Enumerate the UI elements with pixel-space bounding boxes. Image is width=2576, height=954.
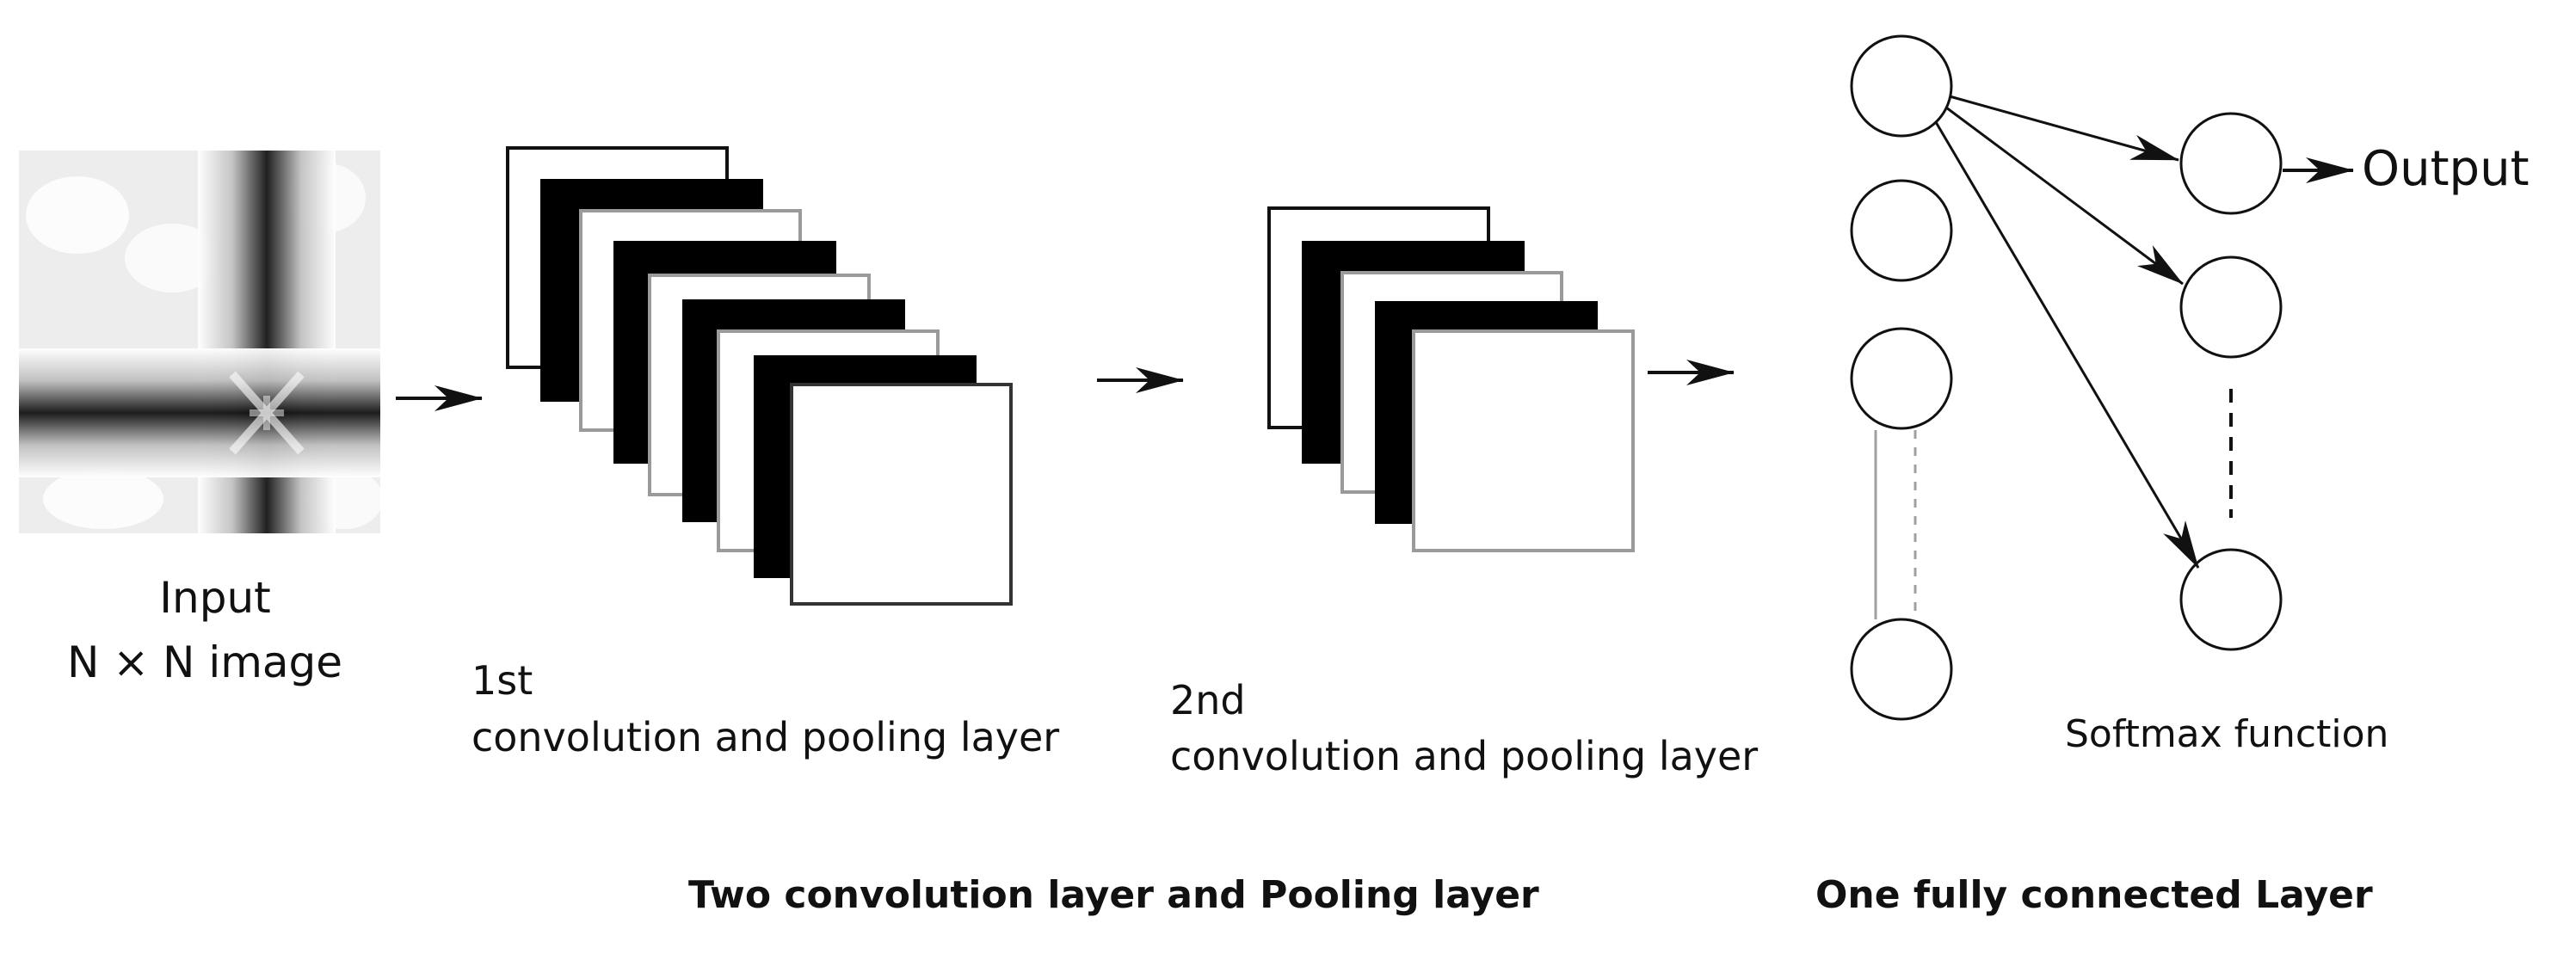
input-size-label: N × N image bbox=[67, 637, 342, 687]
conv-group-label: Two convolution layer and Pooling layer bbox=[688, 873, 1539, 917]
output-label: Output bbox=[2362, 141, 2530, 197]
input-image bbox=[19, 151, 380, 533]
fc-neuron bbox=[1850, 34, 1953, 138]
input-label: Input bbox=[159, 573, 270, 623]
softmax-label: Softmax function bbox=[2065, 712, 2388, 756]
fc-neuron bbox=[1850, 618, 1953, 721]
conv1-label: convolution and pooling layer bbox=[471, 714, 1059, 760]
conv1-map bbox=[790, 383, 1013, 606]
softmax-neurons bbox=[2179, 112, 2283, 651]
conv2-map bbox=[1412, 329, 1635, 552]
conv2-ordinal-label: 2nd bbox=[1170, 677, 1246, 723]
fc-to-softmax-connections bbox=[1934, 95, 2200, 569]
conv2-label: convolution and pooling layer bbox=[1170, 733, 1758, 779]
fc-group-label: One fully connected Layer bbox=[1815, 873, 2373, 917]
fc-neuron bbox=[1850, 179, 1953, 282]
softmax-neuron bbox=[2179, 548, 2283, 651]
conv2-feature-maps bbox=[1267, 206, 1635, 552]
softmax-neuron bbox=[2179, 112, 2283, 215]
softmax-neuron bbox=[2179, 255, 2283, 359]
fc-neuron bbox=[1850, 327, 1953, 430]
conv1-feature-maps bbox=[506, 146, 1013, 606]
fc-neurons bbox=[1850, 34, 1953, 721]
conv1-ordinal-label: 1st bbox=[471, 657, 533, 704]
